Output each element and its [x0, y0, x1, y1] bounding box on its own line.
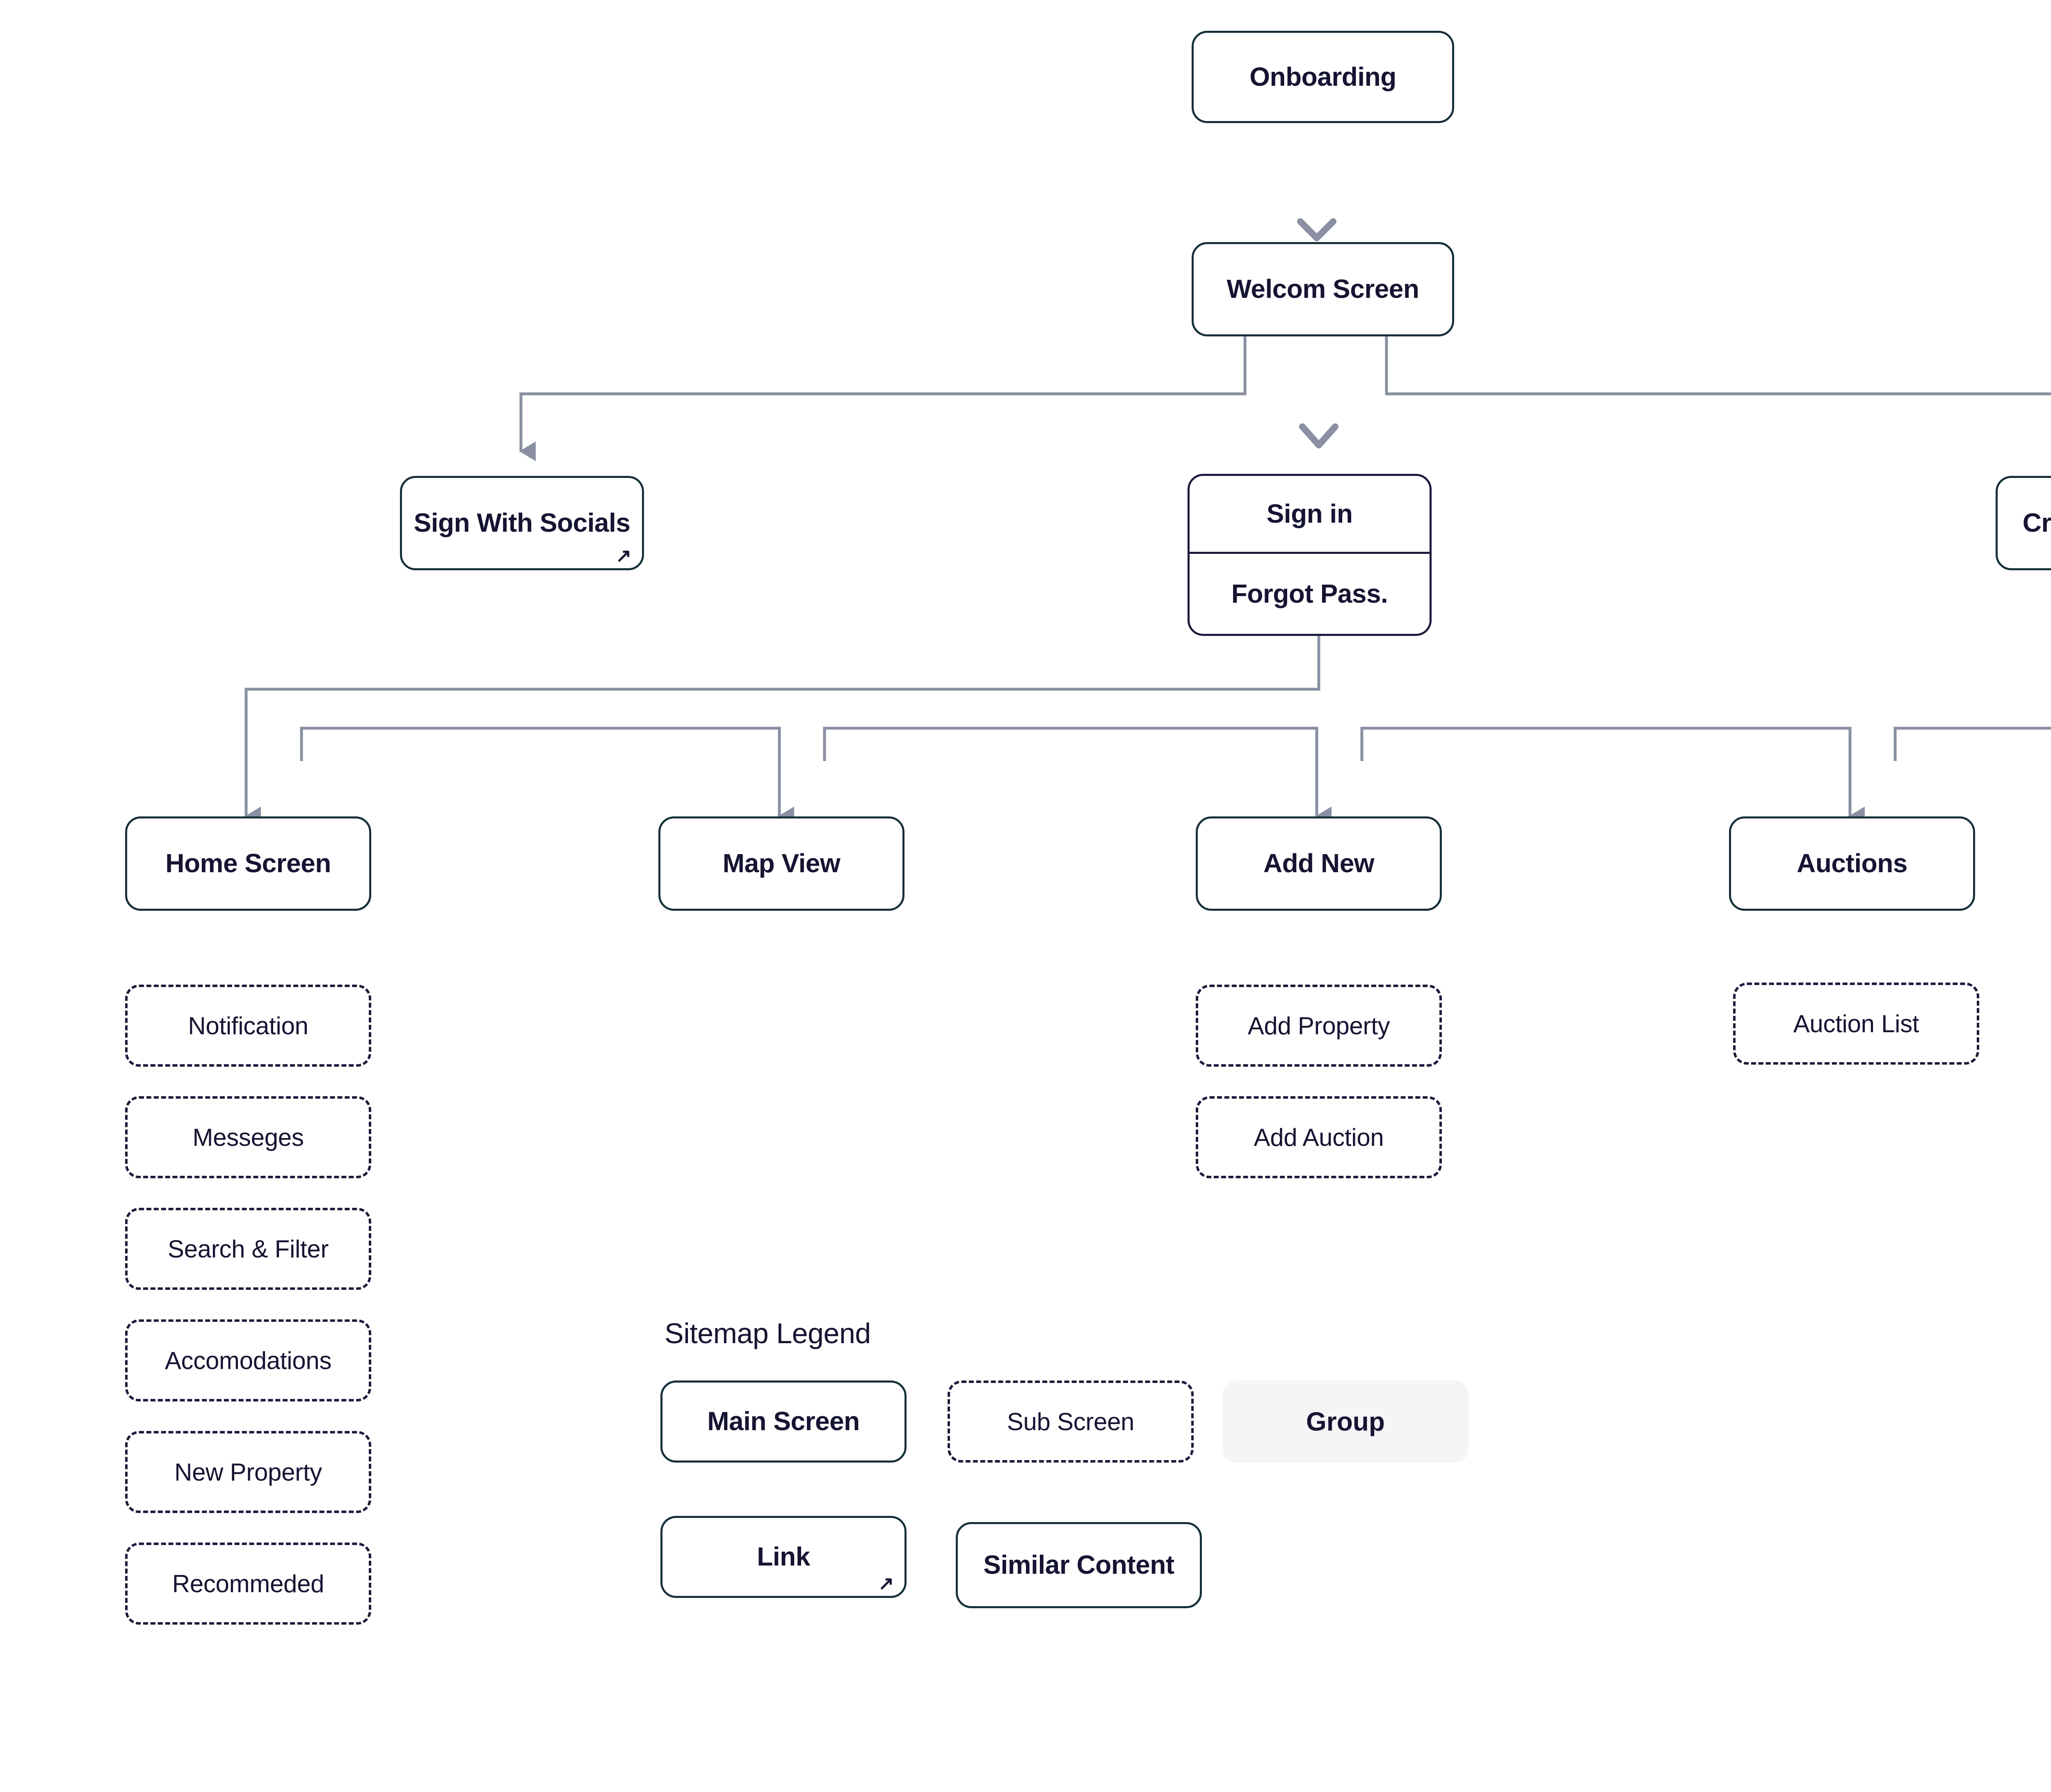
main-screen-home-screen-label: Home Screen [165, 848, 331, 878]
sub-screen-recommeded-label: Recommeded [172, 1570, 324, 1598]
onboarding-stack-layer-2 [1208, 121, 1442, 141]
sub-screen-add-property[interactable]: Add Property [1196, 985, 1442, 1067]
legend-similar-content-stack-layer-1 [966, 1607, 1204, 1625]
node-create-account[interactable]: Create Account [1996, 476, 2051, 570]
node-sign-in-label: Sign in [1266, 498, 1353, 528]
sub-screen-recommeded[interactable]: Recommeded [125, 1543, 371, 1625]
main-screen-map-view[interactable]: Map View [658, 816, 904, 911]
main-screen-home-screen[interactable]: Home Screen [125, 816, 371, 911]
sub-screen-auction-list-label: Auction List [1793, 1010, 1919, 1038]
sub-screen-new-property-label: New Property [174, 1458, 322, 1486]
legend-item-group-label: Group [1306, 1407, 1385, 1436]
legend-item-main-screen: Main Screen [660, 1381, 907, 1463]
sub-screen-messeges-label: Messeges [192, 1123, 304, 1151]
node-onboarding-label: Onboarding [1249, 62, 1396, 91]
main-screen-auctions-label: Auctions [1797, 848, 1907, 878]
sub-screen-new-property[interactable]: New Property [125, 1431, 371, 1513]
legend-item-main-screen-label: Main Screen [707, 1406, 860, 1436]
legend-external-link-arrow-icon: ↗ [878, 1573, 894, 1594]
node-forgot-pass-label: Forgot Pass. [1231, 578, 1388, 608]
node-welcome-screen-label: Welcom Screen [1226, 274, 1419, 304]
sub-screen-add-auction[interactable]: Add Auction [1196, 1096, 1442, 1178]
legend-item-sub-screen-label: Sub Screen [1007, 1408, 1135, 1435]
sub-screen-accomodations-label: Accomodations [164, 1346, 332, 1374]
legend-similar-content-stack-layer-2 [974, 1612, 1196, 1631]
main-screen-map-view-label: Map View [722, 848, 840, 878]
legend-title: Sitemap Legend [665, 1317, 871, 1349]
node-create-account-label: Create Account [2022, 508, 2051, 538]
node-sign-with-socials-label: Sign With Socials [413, 508, 630, 538]
sub-screen-search-and-filter[interactable]: Search & Filter [125, 1208, 371, 1290]
legend-item-link: Link ↗ [660, 1516, 907, 1598]
external-link-arrow-icon: ↗ [615, 545, 632, 566]
main-screen-auctions[interactable]: Auctions [1729, 816, 1975, 911]
node-welcome-screen[interactable]: Welcom Screen [1192, 242, 1454, 336]
sub-screen-notification[interactable]: Notification [125, 985, 371, 1067]
legend-item-link-label: Link [757, 1542, 810, 1572]
sub-screen-add-auction-label: Add Auction [1254, 1123, 1384, 1151]
legend-item-similar-content: Similar Content [956, 1522, 1202, 1608]
legend-item-sub-screen: Sub Screen [948, 1381, 1194, 1463]
main-screen-add-new-label: Add New [1263, 848, 1375, 878]
sub-screen-add-property-label: Add Property [1247, 1012, 1390, 1040]
sub-screen-search-and-filter-label: Search & Filter [167, 1235, 329, 1263]
node-sign-in[interactable]: Sign in [1188, 474, 1432, 554]
legend-item-group: Group [1222, 1381, 1469, 1463]
node-forgot-pass[interactable]: Forgot Pass. [1188, 554, 1432, 636]
sub-screen-auction-list[interactable]: Auction List [1733, 983, 1979, 1065]
sub-screen-accomodations[interactable]: Accomodations [125, 1319, 371, 1401]
node-onboarding[interactable]: Onboarding [1192, 31, 1454, 123]
sub-screen-notification-label: Notification [188, 1012, 308, 1040]
legend-item-similar-content-label: Similar Content [983, 1550, 1174, 1580]
node-sign-with-socials[interactable]: Sign With Socials ↗ [400, 476, 644, 570]
sub-screen-messeges[interactable]: Messeges [125, 1096, 371, 1178]
main-screen-add-new[interactable]: Add New [1196, 816, 1442, 911]
